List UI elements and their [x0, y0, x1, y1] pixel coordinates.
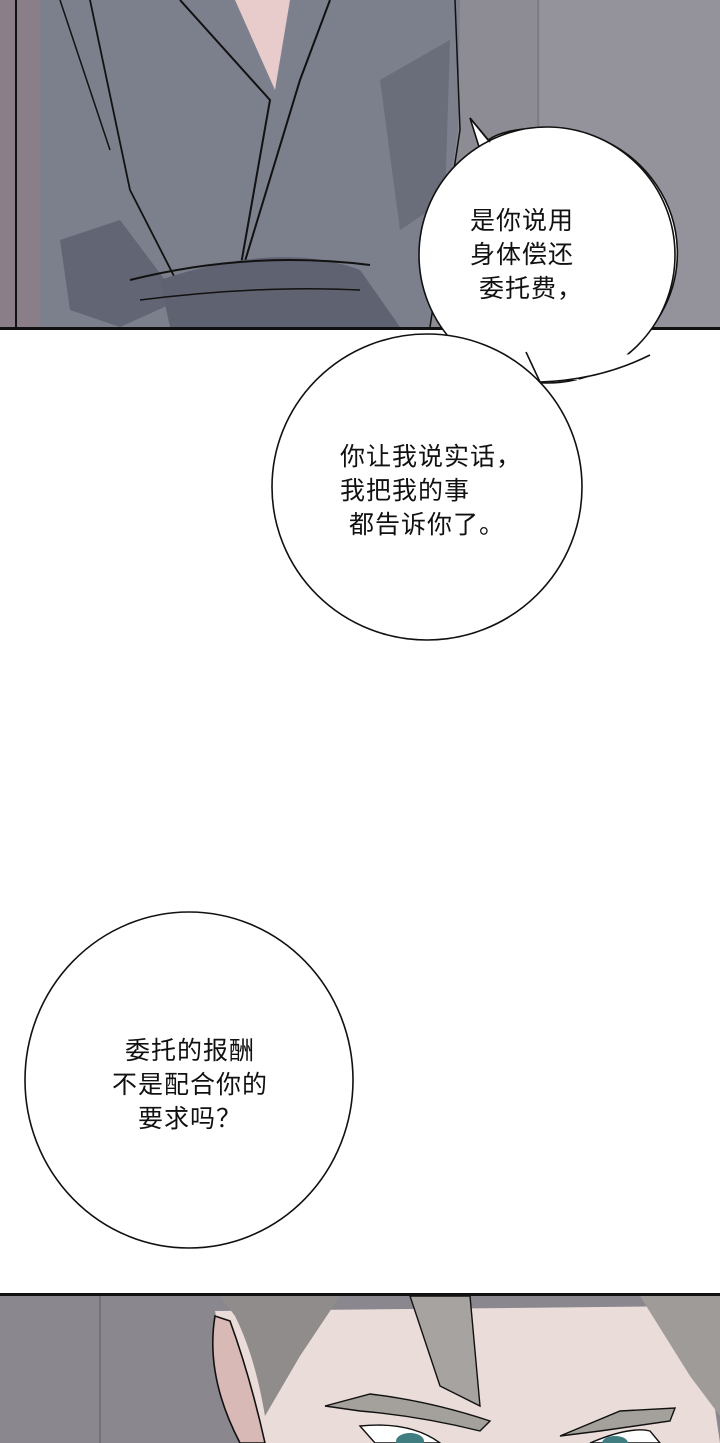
speech-bubble-3	[24, 911, 354, 1249]
speech-bubble-3-text: 委托的报酬 不是配合你的 要求吗？	[111, 1036, 268, 1133]
bottom-panel	[0, 1293, 720, 1443]
man-closeup-illustration	[0, 1296, 720, 1443]
top-panel	[0, 0, 720, 330]
speech-bubble-2-text: 你让我说实话， 我把我的事 都告诉你了。	[340, 442, 523, 539]
speech-bubble-1-text: 是你说用 身体偿还 委托费，	[470, 206, 583, 303]
speech-bubble-2	[271, 333, 583, 641]
